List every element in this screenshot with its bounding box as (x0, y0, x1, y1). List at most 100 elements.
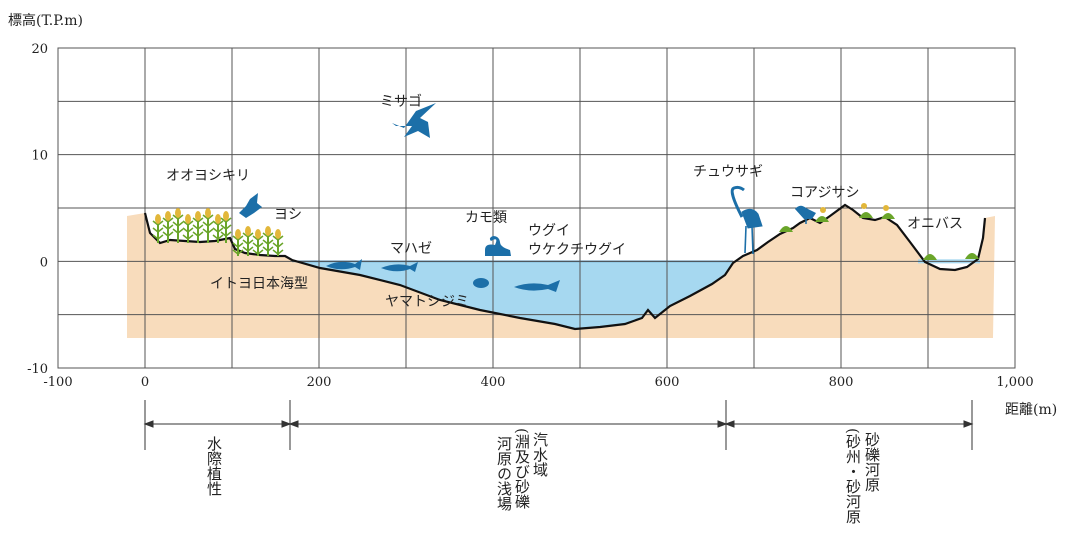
reed-icon (162, 211, 174, 243)
reed-head (175, 208, 181, 218)
reed-leaf (252, 242, 264, 248)
fish-icon-1 (326, 259, 362, 270)
y-tick-label: -10 (27, 362, 48, 377)
x-tick-label: -100 (43, 375, 72, 390)
reed-leaf (162, 224, 174, 230)
reed-head (165, 211, 171, 221)
fish-icon-2 (381, 262, 418, 272)
reed-leaf (212, 227, 224, 233)
reed-head (245, 226, 251, 236)
plant-icon (923, 254, 937, 260)
x-tick-labels: -100 0 200 400 600 800 1,000 (43, 375, 1033, 390)
reed-leaf (220, 231, 232, 237)
reed-icon (220, 211, 232, 243)
reed-leaf (272, 242, 284, 248)
reed-leaf (182, 234, 194, 240)
reed-icon (172, 208, 184, 243)
plant-icon (815, 216, 829, 222)
x-tick-label: 1,000 (996, 375, 1033, 390)
reed-leaf (220, 224, 232, 230)
osprey-icon (392, 103, 436, 138)
reed-icon (232, 229, 244, 256)
reed-leaf (242, 246, 254, 252)
y-axis-label: 標高(T.P.m) (8, 12, 83, 29)
reed-head (195, 211, 201, 221)
fish-icon-3 (514, 280, 560, 292)
reed-leaf (232, 235, 244, 241)
zone-arrowhead (963, 420, 974, 428)
label-plover: コアジサシ (790, 185, 859, 201)
zone-label-waterside: 水際植性 (205, 436, 223, 496)
reed-head (185, 214, 191, 224)
label-dace: ウケクチウグイ (528, 242, 626, 258)
reed-head (255, 229, 261, 239)
flower-icon (861, 203, 867, 209)
zone-dimension-lines (143, 400, 974, 450)
label-egret: チュウサギ (693, 164, 763, 180)
reed-icon (152, 214, 164, 243)
reed-leaf (202, 221, 214, 227)
reed-icon (212, 214, 224, 243)
reed-icon (202, 208, 214, 243)
reed-icon (252, 229, 264, 256)
x-axis-label: 距離(m) (1005, 401, 1057, 418)
water-body (292, 261, 733, 329)
reed-head (215, 214, 221, 224)
y-tick-label: 0 (40, 255, 48, 270)
x-tick-label: 400 (481, 375, 506, 390)
y-tick-label: 20 (31, 42, 48, 57)
plant-icon (859, 212, 873, 218)
x-tick-label: 800 (829, 375, 854, 390)
reed-leaf (192, 217, 204, 223)
x-tick-label: 600 (655, 375, 680, 390)
zone-arrowhead (143, 420, 154, 428)
plant-icon (881, 213, 895, 219)
flower-icon (820, 207, 826, 213)
reed-leaf (202, 214, 214, 220)
reed-leaf (192, 224, 204, 230)
reed-icon (182, 214, 194, 243)
y-tick-label: 10 (31, 149, 48, 164)
x-tick-label: 200 (307, 375, 332, 390)
reed-icon (272, 229, 284, 256)
zone-arrowhead (724, 420, 735, 428)
zone-label-brackish-1: 汽水域 (531, 432, 549, 477)
reed-leaf (172, 214, 184, 220)
reed-leaf (262, 246, 274, 252)
y-tick-labels: -10 0 10 20 (27, 42, 48, 377)
plover-icon (795, 205, 816, 224)
reed-leaf (172, 221, 184, 227)
duck-icon (485, 236, 511, 256)
label-goby: マハゼ (390, 241, 432, 257)
reed-head (235, 229, 241, 239)
label-reed: ヨシ (274, 207, 302, 223)
warbler-icon (239, 193, 262, 218)
reed-leaf (202, 228, 214, 234)
reed-leaf (242, 232, 254, 238)
reed-icon (262, 226, 274, 256)
reed-leaf (232, 242, 244, 248)
reed-leaf (162, 217, 174, 223)
ground-fill (127, 205, 995, 338)
zone-arrowhead (281, 420, 292, 428)
reed-leaf (272, 235, 284, 241)
plant-icon (779, 226, 793, 232)
zone-arrowhead (288, 420, 299, 428)
reed-head (275, 229, 281, 239)
reed-leaf (232, 249, 244, 255)
reed-leaf (152, 220, 164, 226)
reed-head (265, 226, 271, 236)
reed-head (155, 214, 161, 224)
label-clam: ヤマトシジミ (385, 294, 469, 310)
label-lotus: オニバス (907, 216, 963, 232)
reed-leaf (262, 239, 274, 245)
reed-icon (192, 211, 204, 243)
reed-leaf (252, 249, 264, 255)
label-stickleback: イトヨ日本海型 (210, 276, 308, 292)
reed-leaf (192, 231, 204, 237)
label-bush-warbler: ウグイ (528, 223, 570, 239)
reed-leaf (152, 227, 164, 233)
x-tick-label: 0 (141, 375, 149, 390)
